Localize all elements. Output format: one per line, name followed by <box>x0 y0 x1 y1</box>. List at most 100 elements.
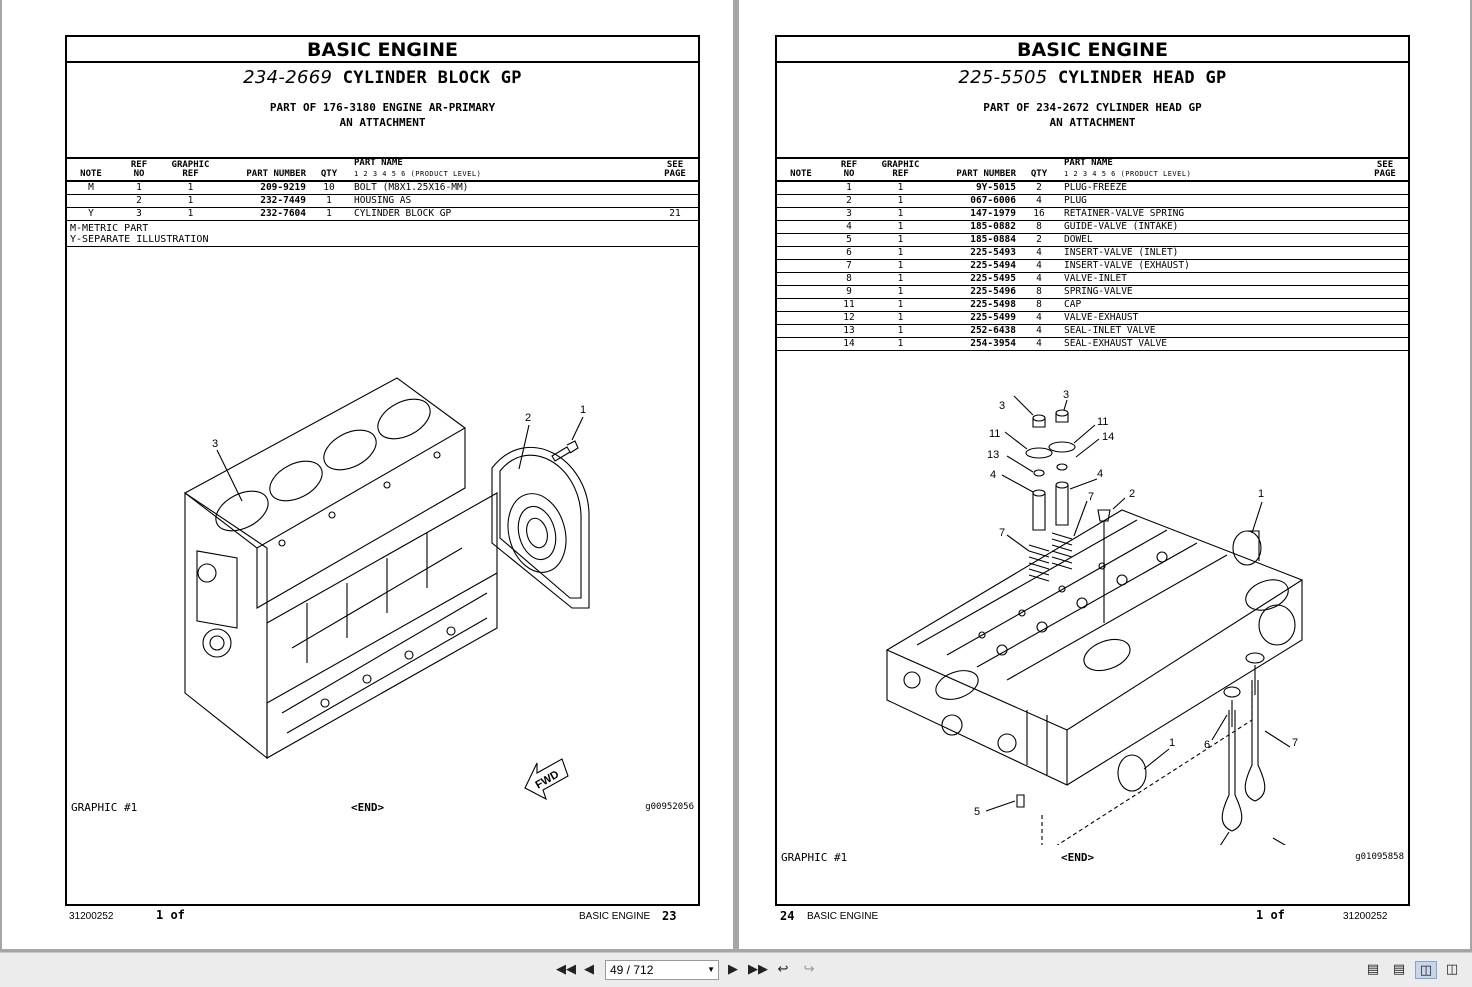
group-title: 234-2669 CYLINDER BLOCK GP <box>67 67 698 88</box>
go-forward-icon[interactable]: ↪ <box>803 962 815 977</box>
cell-graphic: 1 <box>873 337 928 351</box>
cell-name: INSERT-VALVE (INLET) <box>1060 246 1362 260</box>
cell-part-number: 225-5493 <box>928 246 1018 260</box>
cell-ref: 12 <box>825 311 873 325</box>
col-part-number: PART NUMBER <box>218 159 308 182</box>
callout-1b: 1 <box>1169 737 1175 749</box>
cell-name: RETAINER-VALVE SPRING <box>1060 207 1362 221</box>
cell-qty: 4 <box>1018 246 1060 260</box>
callout-11: 11 <box>989 428 1000 440</box>
cell-graphic: 1 <box>873 259 928 273</box>
cell-see <box>1362 285 1408 299</box>
cell-ref: 3 <box>825 207 873 221</box>
cell-qty: 4 <box>1018 311 1060 325</box>
page-number: 23 <box>662 909 677 923</box>
cell-ref: 2 <box>115 194 163 208</box>
callout-9: 7 <box>1088 491 1094 503</box>
cell-note: M <box>67 181 115 195</box>
cell-ref: 8 <box>825 272 873 286</box>
cell-note <box>777 233 825 247</box>
cell-qty: 2 <box>1018 181 1060 195</box>
graphic-label: GRAPHIC #1 <box>71 801 138 814</box>
footer-section: BASIC ENGINE <box>579 911 651 922</box>
document-viewport[interactable]: BASIC ENGINE 234-2669 CYLINDER BLOCK GP … <box>0 0 1472 952</box>
cell-graphic: 1 <box>873 233 928 247</box>
cell-name: BOLT (M8X1.25X16-MM) <box>350 181 652 195</box>
continuous-view-icon[interactable]: ▤ <box>1392 962 1406 977</box>
callout-7: 7 <box>1292 737 1298 749</box>
cell-note <box>777 220 825 234</box>
chevron-down-icon[interactable]: ▼ <box>707 965 715 974</box>
exploded-view-graphic: FWD 3 2 1 <box>67 243 698 803</box>
exploded-view-graphic: 3 3 11 11 14 13 4 4 2 7 7 1 1 6 <box>777 355 1408 845</box>
two-page-continuous-view-icon[interactable]: ◫ <box>1445 962 1459 977</box>
cell-graphic: 1 <box>873 272 928 286</box>
cell-ref: 4 <box>825 220 873 234</box>
cell-qty: 16 <box>1018 207 1060 221</box>
cell-see <box>1362 298 1408 312</box>
cell-part-number: 225-5496 <box>928 285 1018 299</box>
cell-see <box>1362 207 1408 221</box>
page-of-count: 1 of <box>1256 908 1285 922</box>
cell-name: SPRING-VALVE <box>1060 285 1362 299</box>
cell-part-number: 225-5498 <box>928 298 1018 312</box>
page-frame: BASIC ENGINE 234-2669 CYLINDER BLOCK GP … <box>65 35 700 906</box>
cell-qty: 4 <box>1018 259 1060 273</box>
page-number: 24 <box>780 909 795 923</box>
cell-ref: 13 <box>825 324 873 338</box>
next-page-icon[interactable]: ▶ <box>728 962 738 977</box>
single-page-view-icon[interactable]: ▤ <box>1366 962 1380 977</box>
cell-name: GUIDE-VALVE (INTAKE) <box>1060 220 1362 234</box>
cell-ref: 2 <box>825 194 873 208</box>
cell-part-number: 185-0884 <box>928 233 1018 247</box>
callout-4: 4 <box>990 469 996 481</box>
section-header: BASIC ENGINE <box>777 37 1408 63</box>
cell-note <box>777 272 825 286</box>
go-back-icon[interactable]: ↩ <box>777 962 789 977</box>
cell-part-number: 252-6438 <box>928 324 1018 338</box>
cell-see <box>1362 181 1408 195</box>
note-line: M-METRIC PART <box>70 223 149 234</box>
first-page-icon[interactable]: ◀◀ <box>556 962 576 977</box>
page-number-input[interactable]: 49 / 712 ▼ <box>605 960 719 980</box>
title-block: 234-2669 CYLINDER BLOCK GP PART OF 176-3… <box>67 67 698 159</box>
end-label: <END> <box>351 801 385 814</box>
navigation-toolbar: ◀◀ ◀ 49 / 712 ▼ ▶ ▶▶ ↩ ↪ ▤ ▤ ◫ ◫ <box>0 952 1472 987</box>
cell-name: CYLINDER BLOCK GP <box>350 207 652 221</box>
page-of-count: 1 of <box>156 908 185 922</box>
cell-note <box>777 324 825 338</box>
cell-name: VALVE-EXHAUST <box>1060 311 1362 325</box>
cell-ref: 5 <box>825 233 873 247</box>
cell-ref: 6 <box>825 246 873 260</box>
group-number: 234-2669 <box>243 67 333 88</box>
cell-part-number: 232-7449 <box>218 194 308 208</box>
cell-see[interactable]: 21 <box>652 207 698 221</box>
part-of-text: PART OF 176-3180 ENGINE AR-PRIMARY AN AT… <box>67 100 698 130</box>
cell-qty: 8 <box>1018 220 1060 234</box>
cell-see <box>1362 220 1408 234</box>
note-line: Y-SEPARATE ILLUSTRATION <box>70 234 209 245</box>
last-page-icon[interactable]: ▶▶ <box>748 962 768 977</box>
cell-ref: 1 <box>115 181 163 195</box>
page-23: BASIC ENGINE 234-2669 CYLINDER BLOCK GP … <box>2 0 733 949</box>
callout-4b: 4 <box>1097 468 1103 480</box>
prev-page-icon[interactable]: ◀ <box>584 962 594 977</box>
cell-see <box>1362 272 1408 286</box>
cell-note <box>777 298 825 312</box>
callout-3: 3 <box>212 438 218 450</box>
cell-qty: 4 <box>1018 324 1060 338</box>
two-page-view-icon[interactable]: ◫ <box>1415 961 1437 979</box>
cell-note <box>67 194 115 208</box>
